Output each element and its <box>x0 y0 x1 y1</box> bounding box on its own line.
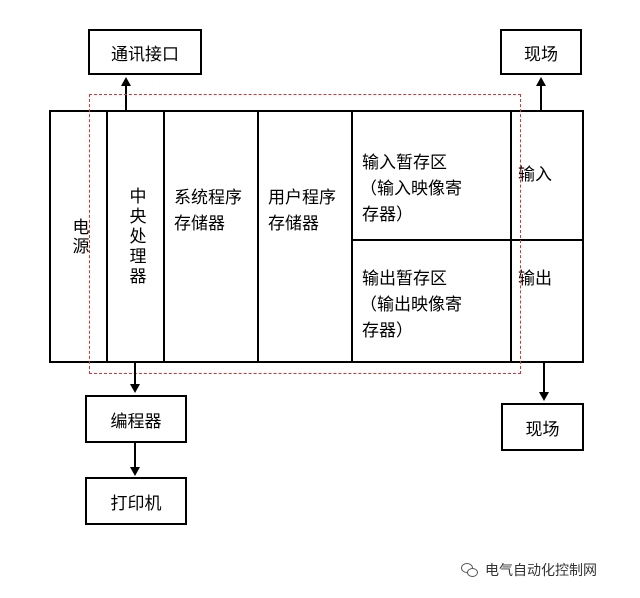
input-cell: 输入 <box>518 162 582 188</box>
field-bottom-label: 现场 <box>525 419 560 440</box>
power-cell: 电源 <box>51 112 106 361</box>
main-frame <box>49 110 584 363</box>
wechat-icon <box>461 563 478 577</box>
output-to-field-line <box>543 363 545 393</box>
output-buffer-line2: （输出映像寄 <box>360 295 462 315</box>
system-memory-label: 系统程序存储器 <box>174 188 242 234</box>
output-label: 输出 <box>518 269 552 289</box>
power-label: 电源 <box>68 217 89 256</box>
programmer-to-printer-arrow <box>130 467 140 476</box>
input-label: 输入 <box>518 165 552 185</box>
output-buffer-cell: 输出暂存区 （输出映像寄 存器） <box>360 266 508 344</box>
output-cell: 输出 <box>518 266 582 292</box>
communication-interface-label: 通讯接口 <box>111 44 179 65</box>
field-bottom-box: 现场 <box>501 403 584 451</box>
divider-system-user <box>257 110 259 363</box>
printer-box: 打印机 <box>85 477 187 525</box>
input-buffer-line3: 存器） <box>362 205 413 225</box>
system-memory-cell: 系统程序存储器 <box>170 185 254 237</box>
cpu-to-comm-arrow <box>121 77 131 86</box>
input-buffer-line1: 输入暂存区 <box>362 153 447 173</box>
field-top-box: 现场 <box>500 29 582 75</box>
cpu-to-programmer-line <box>134 363 136 385</box>
user-memory-cell: 用户程序存储器 <box>264 185 348 237</box>
watermark: 电气自动化控制网 <box>461 560 597 580</box>
input-to-field-arrow <box>536 77 546 86</box>
watermark-text: 电气自动化控制网 <box>485 563 597 579</box>
printer-label: 打印机 <box>110 493 162 514</box>
cpu-label: 中央处理器 <box>125 186 146 287</box>
communication-interface-box: 通讯接口 <box>88 29 202 75</box>
plc-core-dashed-outline <box>89 94 521 374</box>
output-buffer-line1: 输出暂存区 <box>362 269 447 289</box>
divider-cpu-system <box>163 110 165 363</box>
cpu-cell: 中央处理器 <box>108 112 163 361</box>
cpu-to-comm-line <box>125 86 127 111</box>
output-buffer-line3: 存器） <box>362 321 413 341</box>
divider-user-buffer <box>351 110 353 363</box>
output-to-field-arrow <box>539 392 549 401</box>
programmer-to-printer-line <box>134 443 136 468</box>
input-buffer-line2: （输入映像寄 <box>360 179 462 199</box>
input-buffer-cell: 输入暂存区 （输入映像寄 存器） <box>360 150 508 228</box>
programmer-label: 编程器 <box>110 411 162 432</box>
cpu-to-programmer-arrow <box>130 384 140 393</box>
field-top-label: 现场 <box>524 44 558 65</box>
input-to-field-line <box>540 86 542 111</box>
programmer-box: 编程器 <box>85 395 187 443</box>
divider-input-output-row <box>351 239 584 241</box>
divider-buffer-io <box>510 110 512 363</box>
user-memory-label: 用户程序存储器 <box>268 188 336 234</box>
divider-power-cpu <box>106 110 108 363</box>
